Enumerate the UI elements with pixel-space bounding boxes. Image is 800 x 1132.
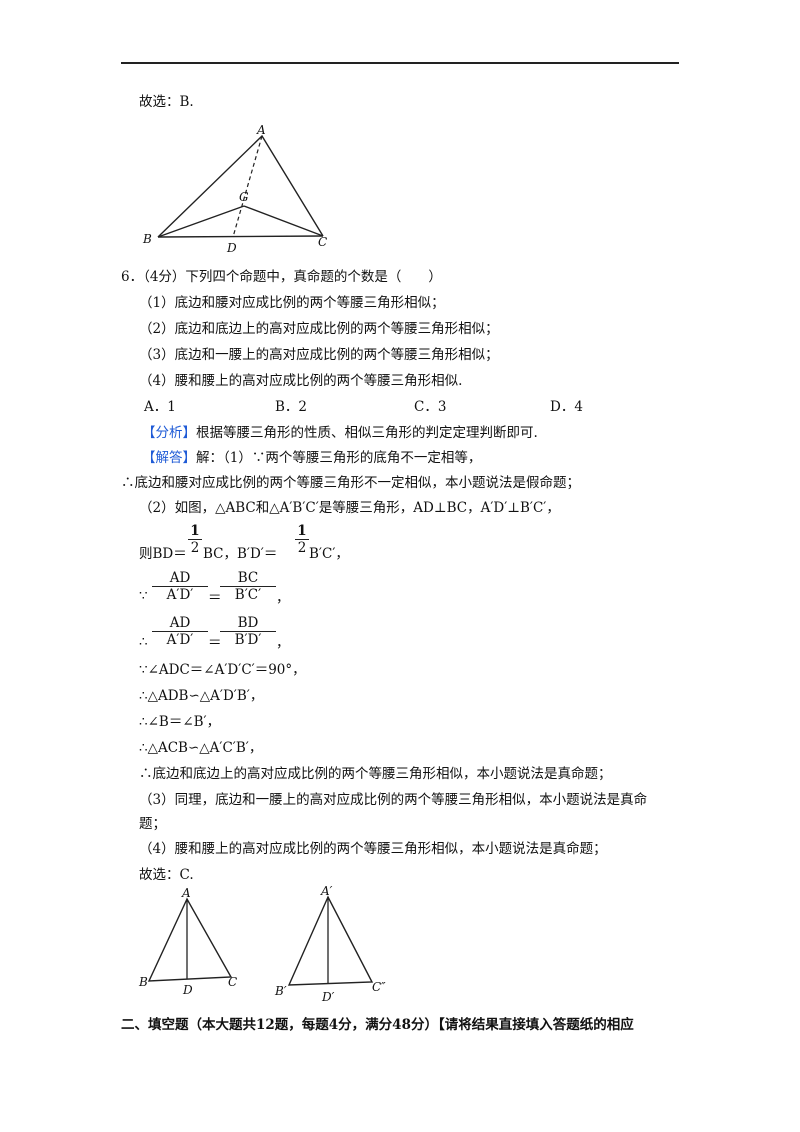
label-b: B — [138, 975, 148, 989]
analysis-tag: 【分析】 — [142, 425, 196, 441]
fraction-bd-b1d1: BD B′D′ — [220, 615, 276, 648]
label-c: C — [318, 235, 327, 249]
solution-line-13: 题； — [139, 816, 166, 832]
label-c: C — [228, 975, 237, 989]
option-a: A．1 — [144, 399, 176, 415]
fraction-den: B′C′ — [220, 586, 276, 603]
figure-triangle-abc: A B C D — [138, 888, 237, 997]
solution-line-6-eq: ＝ — [208, 635, 222, 651]
q6-prop-3: （3）底边和一腰上的高对应成比例的两个等腰三角形相似； — [139, 347, 499, 363]
fraction-den: A′D′ — [152, 586, 208, 603]
solution-line-4a: 则BD＝ — [139, 546, 187, 562]
fraction-half-1: 1 2 — [188, 523, 202, 556]
fraction-half-1-num: 1 — [190, 523, 200, 539]
q6-stem: 6．（4分）下列四个命题中，真命题的个数是（ ） — [121, 269, 442, 285]
fraction-den: A′D′ — [152, 631, 208, 648]
figure-triangle-abc-g: A B C D G — [142, 123, 327, 255]
solution-line-6-post: ， — [276, 635, 290, 651]
solution-line-10: ∴△ACB∽△A′C′B′， — [139, 740, 263, 756]
fraction-num: BC — [237, 570, 259, 586]
solution-line-5-post: ， — [276, 590, 290, 606]
solution-line-8: ∴△ADB∽△A′D′B′， — [139, 688, 264, 704]
fraction-num: AD — [169, 615, 191, 631]
label-d-prime: D′ — [321, 990, 335, 1004]
top-rule — [121, 62, 679, 64]
section-2-heading: 二、填空题（本大题共12题，每题4分，满分48分）【请将结果直接填入答题纸的相应 — [121, 1017, 634, 1033]
label-d: D — [226, 241, 237, 255]
solution-line-4b: BC，B′D′＝ — [203, 546, 278, 562]
option-d: D．4 — [550, 399, 583, 415]
option-c: C．3 — [414, 399, 447, 415]
solution-line-1: 【解答】解：（1）∵两个等腰三角形的底角不一定相等， — [142, 449, 481, 467]
q6-prop-1: （1）底边和腰对应成比例的两个等腰三角形相似； — [139, 295, 445, 311]
analysis: 【分析】根据等腰三角形的性质、相似三角形的判定定理判断即可. — [142, 424, 538, 442]
solution-line-2: ∴底边和腰对应成比例的两个等腰三角形不一定相似，本小题说法是假命题； — [121, 475, 580, 491]
solution-line-6-pre: ∴ — [139, 634, 148, 650]
solution-line-3: （2）如图，△ABC和△A′B′C′是等腰三角形，AD⊥BC，A′D′⊥B′C′… — [139, 500, 560, 516]
fraction-half-2-den: 2 — [295, 539, 309, 556]
fraction-num: AD — [169, 570, 191, 586]
solution-line-9: ∴∠B＝∠B′， — [139, 714, 221, 730]
analysis-text: 根据等腰三角形的性质、相似三角形的判定定理判断即可. — [196, 425, 538, 441]
fraction-half-1-den: 2 — [188, 539, 202, 556]
figure-triangle-a1b1c1: A′ B′ C″ D′ — [274, 884, 386, 1004]
q5-answer: 故选：B. — [139, 94, 194, 110]
label-a: A — [256, 123, 266, 137]
label-b: B — [142, 232, 152, 246]
label-b-prime: B′ — [274, 984, 287, 998]
fraction-half-2-num: 1 — [297, 523, 307, 539]
solution-tag: 【解答】 — [142, 450, 196, 466]
fraction-num: BD — [237, 615, 259, 631]
label-c-prime: C″ — [372, 980, 386, 994]
fraction-bc-b1c1: BC B′C′ — [220, 570, 276, 603]
solution-line-4c: B′C′， — [309, 546, 349, 562]
solution-line-5-eq: ＝ — [208, 590, 222, 606]
solution-line-11: ∴底边和底边上的高对应成比例的两个等腰三角形相似，本小题说法是真命题； — [139, 766, 612, 782]
solution-answer: 故选：C. — [139, 867, 194, 883]
fraction-ad-a1d1-2: AD A′D′ — [152, 615, 208, 648]
label-d: D — [182, 983, 193, 997]
option-b: B．2 — [275, 399, 308, 415]
solution-line-14: （4）腰和腰上的高对应成比例的两个等腰三角形相似，本小题说法是真命题； — [139, 841, 607, 857]
fraction-ad-a1d1: AD A′D′ — [152, 570, 208, 603]
q6-prop-4: （4）腰和腰上的高对应成比例的两个等腰三角形相似. — [139, 373, 463, 389]
label-a-prime: A′ — [320, 884, 333, 898]
fraction-half-2: 1 2 — [295, 523, 309, 556]
solution-line-12: （3）同理，底边和一腰上的高对应成比例的两个等腰三角形相似，本小题说法是真命 — [139, 792, 648, 808]
solution-line-5-pre: ∵ — [139, 588, 148, 604]
q6-prop-2: （2）底边和底边上的高对应成比例的两个等腰三角形相似； — [139, 321, 499, 337]
label-g: G — [239, 190, 249, 204]
solution-text-1: 解：（1）∵两个等腰三角形的底角不一定相等， — [196, 450, 482, 466]
fraction-den: B′D′ — [220, 631, 276, 648]
label-a: A — [181, 888, 191, 900]
solution-line-7: ∵∠ADC＝∠A′D′C′＝90°， — [139, 662, 306, 678]
